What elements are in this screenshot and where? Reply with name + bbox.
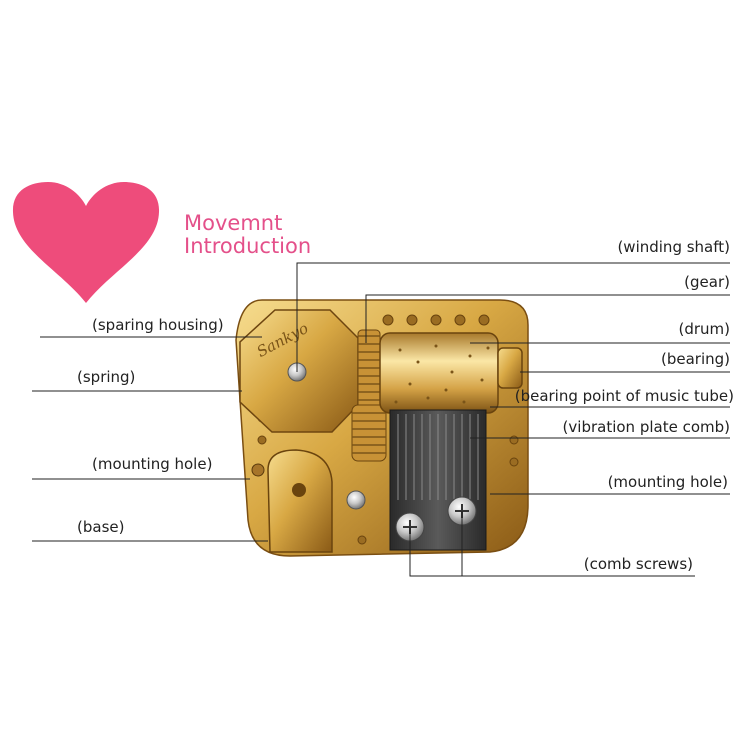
label-mounting-hole-left: (mounting hole) <box>92 455 213 473</box>
label-bearing-point: (bearing point of music tube) <box>514 387 734 405</box>
label-winding-shaft: (winding shaft) <box>617 238 730 256</box>
title-line-1: Movemnt <box>184 211 283 235</box>
leader-winding-shaft <box>296 262 730 372</box>
title-line-2: Introduction <box>184 234 312 258</box>
label-bearing: (bearing) <box>660 350 730 368</box>
label-sparing-housing: (sparing housing) <box>92 316 224 334</box>
label-base: (base) <box>77 518 125 536</box>
leader-comb-screws <box>409 511 463 577</box>
leader-gear <box>365 294 730 343</box>
label-comb-screws: (comb screws) <box>583 555 693 573</box>
heart-icon <box>12 182 160 303</box>
gear <box>351 329 387 462</box>
label-vibration-comb: (vibration plate comb) <box>562 418 730 436</box>
label-spring: (spring) <box>77 368 136 386</box>
bearing <box>497 347 523 389</box>
music-box-movement: Sankyo <box>235 299 529 557</box>
vibration-comb <box>389 409 487 551</box>
center-screw <box>346 490 366 510</box>
leader-lines <box>32 262 730 577</box>
label-mounting-hole-right: (mounting hole) <box>607 473 728 491</box>
drum <box>379 332 499 414</box>
label-gear: (gear) <box>684 273 730 291</box>
small-mount-screw <box>251 463 265 477</box>
label-drum: (drum) <box>678 320 730 338</box>
base-tab <box>267 449 333 553</box>
mounting-hole-left <box>292 483 306 497</box>
